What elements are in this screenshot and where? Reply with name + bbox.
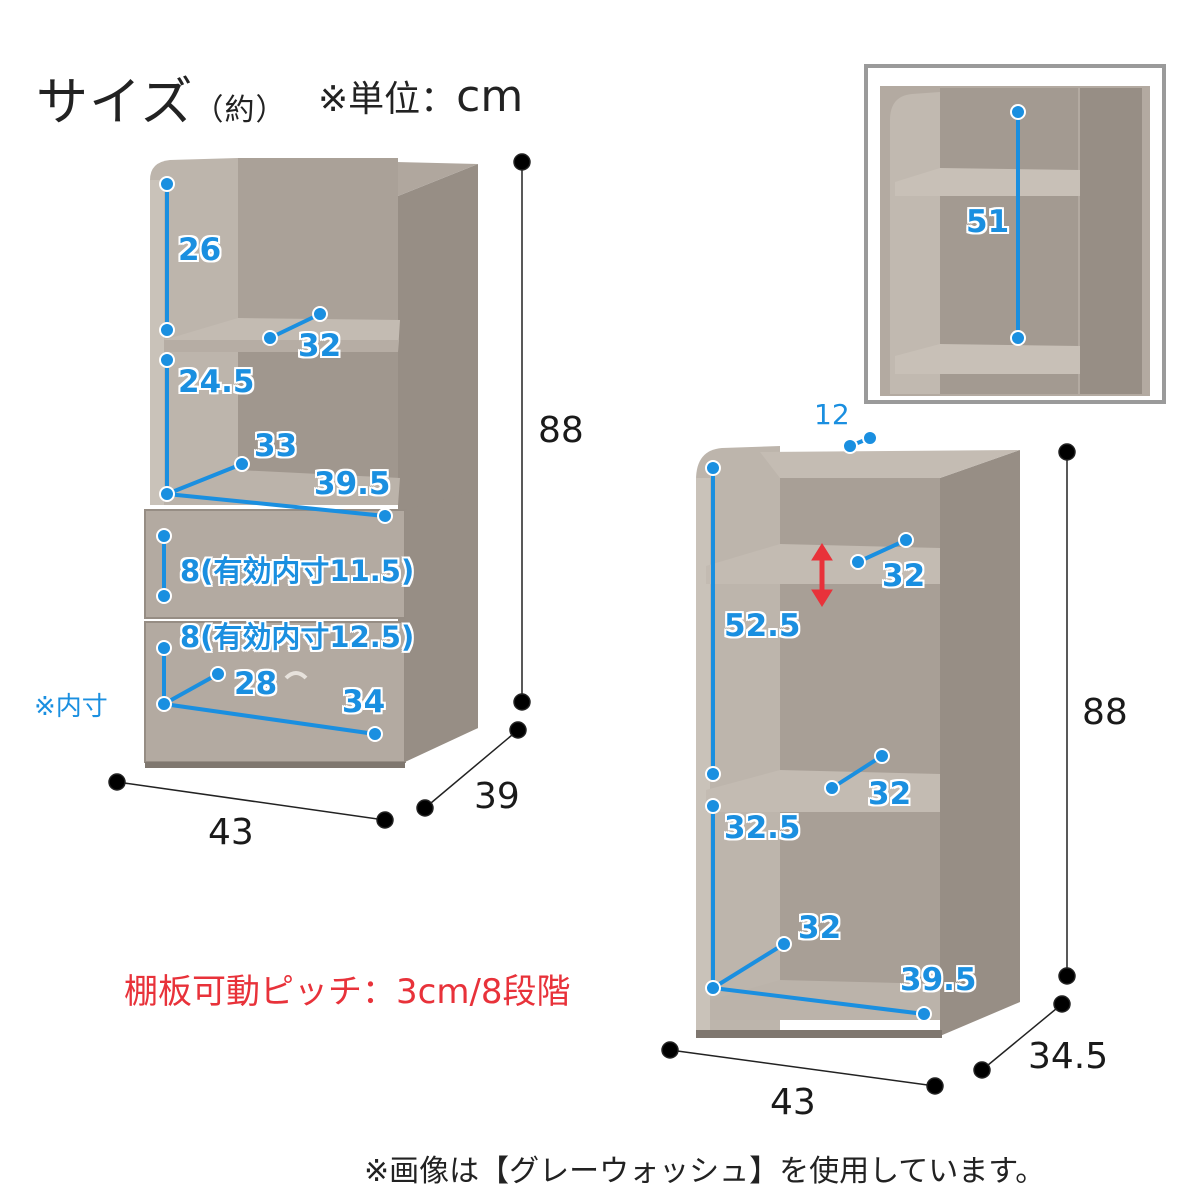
unit-value: cm — [456, 71, 524, 122]
shelf-pitch-note: 棚板可動ピッチ：3cm/8段階 — [124, 972, 571, 1012]
left-width-label: 43 — [208, 812, 254, 853]
blue-dimension-lines — [156, 104, 1026, 1022]
right-top-depth-label: 12 — [814, 398, 850, 431]
left-drawer-lower-label: 8(有効内寸12.5) — [180, 620, 415, 654]
left-middle-depth-label: 33 — [254, 428, 298, 464]
title-text: サイズ — [36, 73, 194, 133]
left-drawer-depth-label: 28 — [234, 666, 278, 702]
title-approx: （約） — [193, 93, 287, 128]
right-upper-height-label: 52.5 — [724, 608, 801, 644]
left-middle-height-label: 24.5 — [178, 364, 255, 400]
left-height-label: 88 — [538, 410, 584, 451]
left-drawer-width-label: 34 — [342, 684, 386, 720]
right-height-label: 88 — [1082, 692, 1128, 733]
right-width-label: 43 — [770, 1082, 816, 1123]
right-middle-shelf-depth-label: 32 — [868, 776, 912, 812]
adjustable-shelf-arrow-icon — [811, 543, 833, 607]
left-top-shelf-depth-label: 32 — [298, 328, 342, 364]
left-middle-width-label: 39.5 — [314, 466, 391, 502]
right-depth-label: 34.5 — [1028, 1036, 1109, 1077]
left-drawer-upper-label: 8(有効内寸11.5) — [180, 554, 415, 588]
right-upper-shelf-depth-label: 32 — [882, 558, 926, 594]
right-bottom-width-label: 39.5 — [900, 962, 977, 998]
black-dimension-lines — [108, 153, 1076, 1095]
unit-prefix: ※単位： — [318, 79, 457, 120]
left-cabinet-illustration — [144, 158, 478, 768]
left-depth-label: 39 — [474, 776, 520, 817]
right-cabinet-illustration — [696, 446, 1020, 1038]
footer-note: ※画像は【グレーウォッシュ】を使用しています。 — [364, 1154, 1046, 1189]
right-lower-height-label: 32.5 — [724, 810, 801, 846]
left-top-height-label: 26 — [178, 232, 222, 268]
right-bottom-depth-label: 32 — [798, 910, 842, 946]
inner-dimension-note: ※内寸 — [34, 692, 108, 722]
page-title: サイズ（約） — [36, 60, 286, 135]
inset-detail-illustration — [864, 64, 1166, 404]
inset-height-label: 51 — [966, 204, 1010, 240]
unit-label: ※単位：cm — [318, 70, 523, 122]
